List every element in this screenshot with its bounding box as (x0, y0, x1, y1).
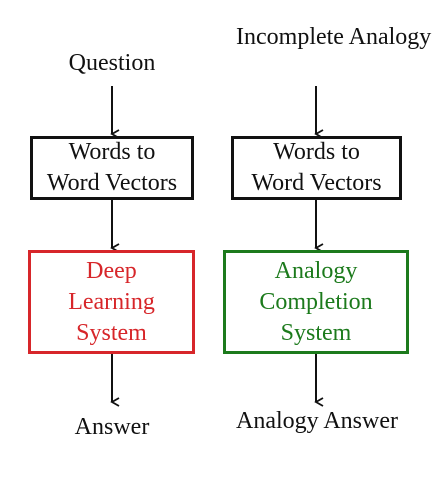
question-label-line: Question (68, 50, 156, 76)
words-to-word-vectors-box-right: Words to Word Vectors (231, 136, 402, 200)
word-vectors-line: Word Vectors (46, 170, 178, 196)
answer-label-line: Answer (74, 414, 150, 440)
deep-line: Deep (86, 257, 137, 284)
word-vectors-line: Word Vectors (251, 170, 382, 196)
incomplete-analogy-label: Incomplete Analogy (236, 22, 431, 53)
answer-label: Answer (40, 412, 184, 443)
analogy-completion-system-box: Analogy Completion System (223, 250, 409, 354)
system-line: System (280, 319, 352, 346)
answer-line: Answer (323, 408, 398, 434)
deep-learning-system-box: Deep Learning System (28, 250, 195, 354)
analogy-line: Analogy (236, 408, 319, 434)
words-to-line: Words to (273, 139, 360, 165)
analogy-answer-label: Analogy Answer (236, 406, 398, 437)
system-line: System (76, 319, 147, 346)
question-label: Question (40, 48, 184, 79)
analogy-line: Analogy (274, 257, 358, 284)
analogy-line: Analogy (348, 24, 432, 50)
words-to-line: Words to (68, 139, 156, 165)
completion-line: Completion (259, 288, 373, 315)
incomplete-line: Incomplete (236, 24, 344, 50)
words-to-word-vectors-box-left: Words to Word Vectors (30, 136, 194, 200)
learning-line: Learning (68, 288, 155, 315)
